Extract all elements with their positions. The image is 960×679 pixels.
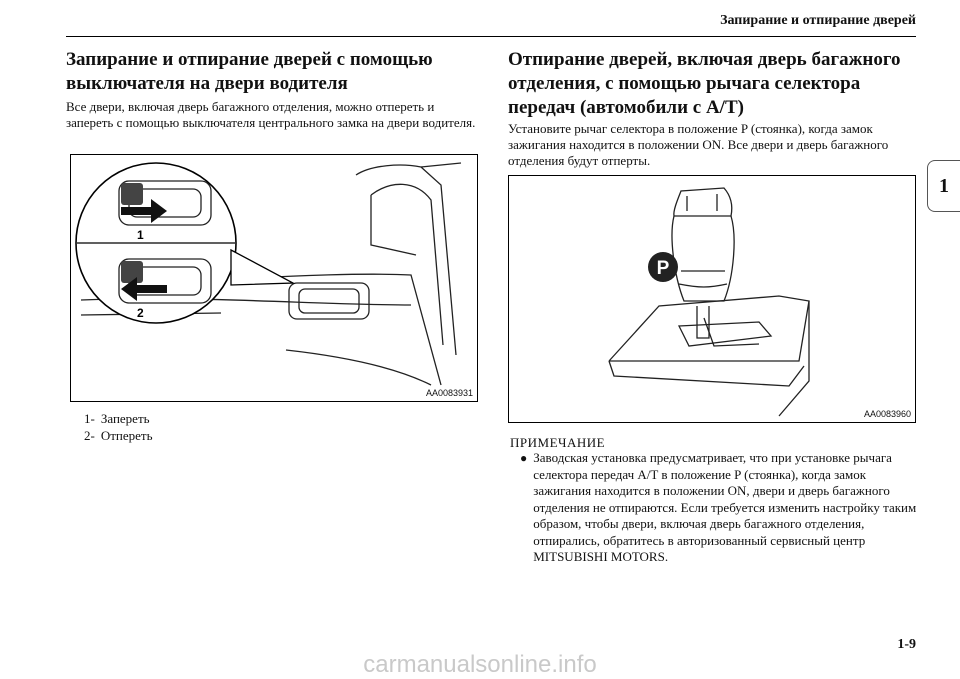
legend-item-unlock: 2- Отпереть [84, 427, 153, 444]
legend-label: Отпереть [100, 428, 153, 443]
callout-2: 2 [137, 306, 144, 320]
section-title-driver-switch: Запирание и отпирание дверей с помощью в… [66, 49, 433, 94]
section-text-driver-switch: Все двери, включая дверь багажного отдел… [66, 99, 476, 130]
page-number: 1-9 [897, 637, 916, 652]
legend-number: 1- [84, 411, 95, 426]
callout-1: 1 [137, 228, 144, 242]
section-text-selector-lever: Установите рычаг селектора в положение P… [508, 121, 889, 168]
note-text: Заводская установка предусматривает, что… [533, 450, 917, 564]
park-p-label: P [657, 258, 670, 279]
bullet-icon: ● [520, 451, 528, 465]
chapter-tab: 1 [927, 160, 960, 212]
gear-lever-illustration: P [608, 187, 810, 417]
legend: 1- Запереть 2- Отпереть [84, 410, 153, 444]
door-switch-illustration: 1 2 [75, 162, 462, 386]
figure-door-lock-switch: 1 2 AA0083931 [70, 154, 478, 402]
figure-code: AA0083931 [425, 388, 473, 398]
legend-number: 2- [84, 428, 95, 443]
watermark: carmanualsonline.info [363, 651, 597, 678]
figure-code: AA0083960 [863, 409, 911, 419]
note-heading: ПРИМЕЧАНИЕ [510, 435, 606, 450]
legend-item-lock: 1- Запереть [84, 410, 153, 427]
legend-label: Запереть [100, 411, 150, 426]
figure-selector-lever: P AA0083960 [508, 175, 916, 423]
section-title-selector-lever: Отпирание дверей, включая дверь багажног… [508, 49, 901, 118]
header-rule [66, 36, 916, 37]
note-body: ● Заводская установка предусматривает, ч… [520, 450, 925, 566]
running-header: Запирание и отпирание дверей [720, 13, 916, 28]
